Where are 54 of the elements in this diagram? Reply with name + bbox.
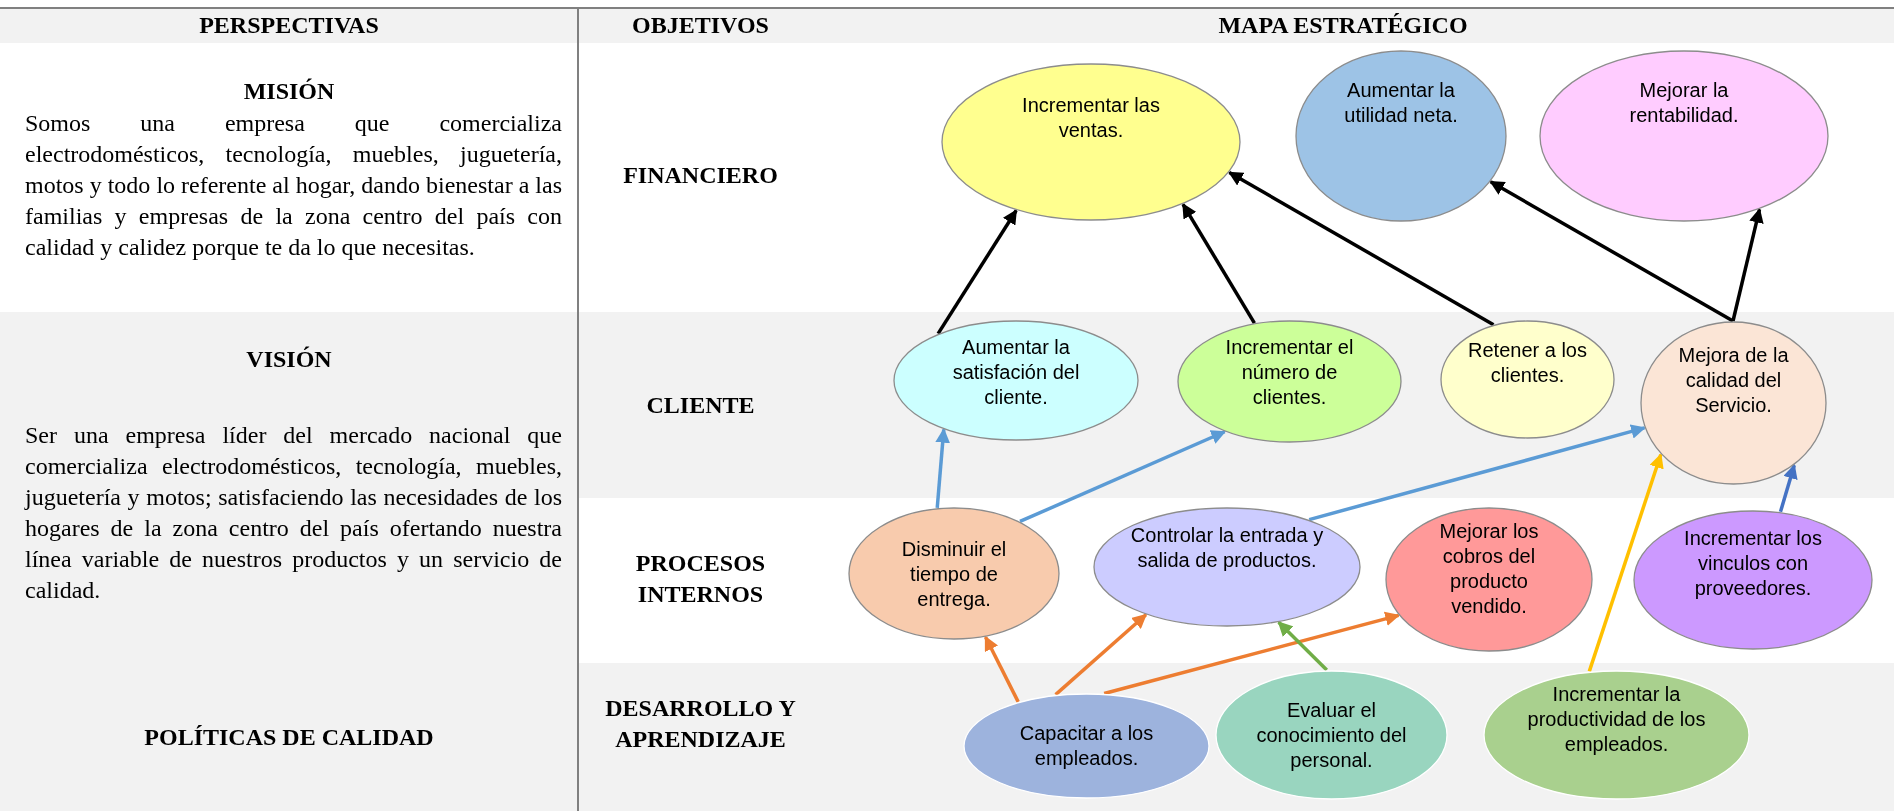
objective-ellipse [1633, 510, 1873, 650]
objective-ellipse [941, 63, 1241, 221]
objective-ellipse [963, 693, 1210, 799]
heading-text: FINANCIERO [622, 161, 779, 190]
arrow [935, 428, 950, 508]
objective-ellipse [1539, 50, 1829, 222]
objective-text: Retener a los clientes. [1467, 338, 1588, 388]
arrow [1277, 621, 1328, 672]
arrow [1731, 208, 1764, 322]
objective-text: Mejorar la rentabilidad. [1628, 78, 1740, 128]
paragraph-text: Ser una empresa líder del mercado nacional que comercializa electrodomésticos, tecnología, muebles, juguetería y motos; satisfaciendo las necesidades de los hogares de la zona centro del país ofertando nuestra línea variable de nuestros productos y un servicio de calidad. [25, 421, 562, 605]
heading-text: VISIÓN [245, 345, 333, 374]
heading-text: MISIÓN [242, 77, 336, 106]
objective-ellipse [1440, 320, 1615, 439]
objective-ellipse [1640, 321, 1827, 485]
arrow [936, 209, 1018, 335]
objective-text: Disminuir el tiempo de entrega. [900, 537, 1008, 612]
arrow [1308, 424, 1646, 522]
objective-text: Incrementar el número de clientes. [1224, 335, 1355, 410]
arrow [1054, 613, 1148, 696]
objective-ellipse [1093, 507, 1361, 627]
objective-ellipse [1295, 50, 1507, 222]
arrow [1019, 430, 1226, 524]
objective-ellipse [893, 320, 1139, 441]
heading-text: OBJETIVOS [631, 11, 770, 40]
objective-ellipse [1215, 670, 1448, 800]
heading-text: PERSPECTIVAS [198, 11, 380, 40]
objective-text: Incrementar la productividad de los empleados. [1526, 682, 1707, 757]
arrow [1181, 203, 1256, 324]
objective-text: Aumentar la utilidad neta. [1343, 78, 1459, 128]
heading-text: POLÍTICAS DE CALIDAD [143, 723, 435, 752]
arrow [983, 635, 1020, 703]
objective-text: Incrementar las ventas. [1021, 93, 1161, 143]
objective-text: Capacitar a los empleados. [1018, 721, 1155, 771]
arrow [1228, 171, 1495, 327]
heading-text: DESARROLLO Y APRENDIZAJE [604, 694, 797, 754]
objective-text: Mejorar los cobros del producto vendido. [1438, 519, 1540, 619]
objective-text: Mejora de la calidad del Servicio. [1677, 343, 1790, 418]
objective-ellipse [1385, 507, 1593, 652]
paragraph-text: Somos una empresa que comercializa electrodomésticos, tecnología, muebles, juguetería, motos y todo lo referente al hogar, dando bienestar a las familias y empresas de la zona centro del país con calidad y calidez porque te da lo que necesitas. [25, 109, 562, 262]
objective-ellipse [1483, 670, 1750, 800]
arrow [1489, 180, 1734, 323]
objective-text: Aumentar la satisfación del cliente. [951, 335, 1081, 410]
objective-text: Incrementar los vinculos con proveedores. [1683, 526, 1823, 601]
objective-text: Controlar la entrada y salida de productos. [1129, 523, 1325, 573]
arrow [1103, 611, 1400, 696]
objective-ellipse [1177, 320, 1402, 443]
objective-text: Evaluar el conocimiento del personal. [1255, 698, 1408, 773]
heading-text: CLIENTE [645, 391, 756, 420]
objective-ellipse [848, 507, 1060, 640]
arrow [1587, 453, 1664, 672]
heading-text: PROCESOS INTERNOS [634, 549, 767, 609]
arrow [1778, 463, 1798, 513]
heading-text: MAPA ESTRATÉGICO [1217, 11, 1469, 40]
